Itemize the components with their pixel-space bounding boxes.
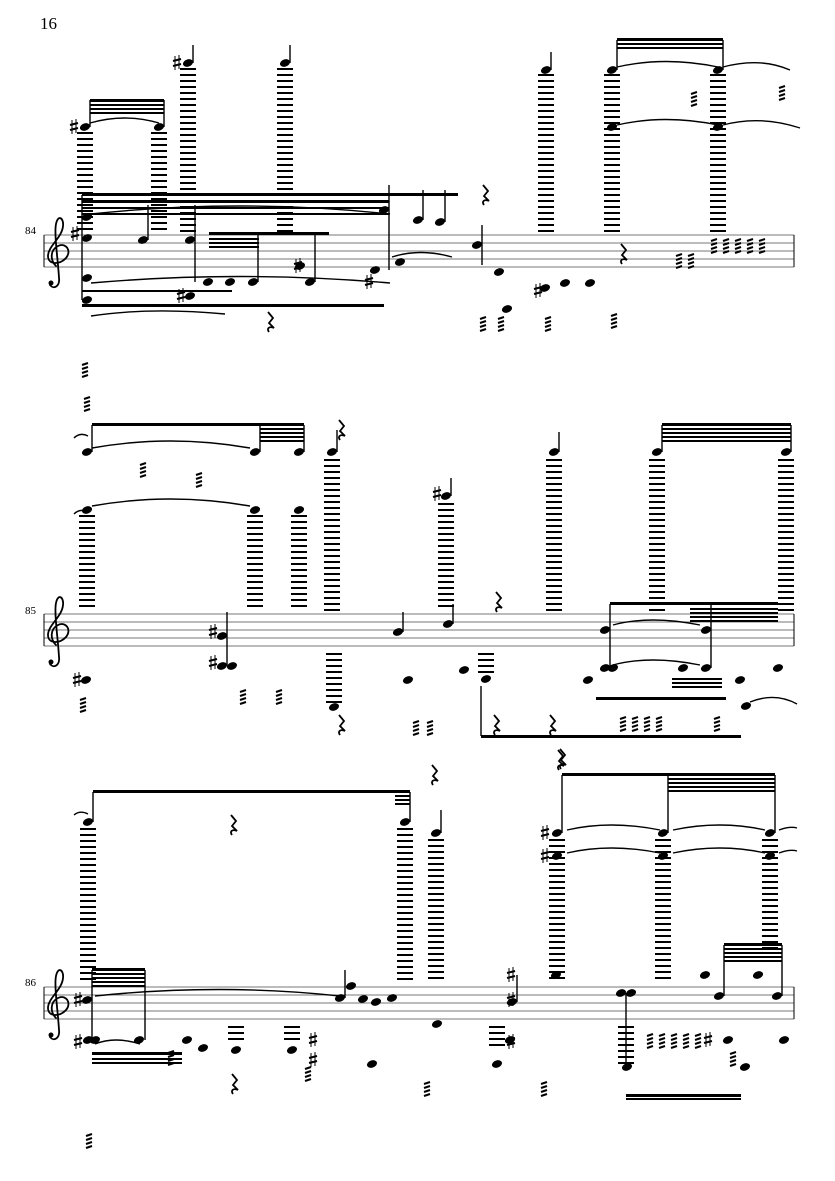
tremolo-icon	[670, 1033, 678, 1049]
rest-icon	[231, 1073, 239, 1095]
tremolo-icon	[682, 1033, 690, 1049]
sharp-icon	[72, 671, 82, 688]
rest-icon	[493, 714, 501, 736]
sharp-icon	[69, 118, 79, 135]
tremolo-icon	[85, 1133, 93, 1149]
tremolo-icon	[497, 316, 505, 332]
tremolos	[79, 462, 721, 736]
sharp-icon	[506, 966, 516, 983]
tremolo-icon	[778, 85, 786, 101]
measure-number-86: 86	[25, 977, 36, 989]
tremolo-icon	[643, 716, 651, 732]
ties	[73, 433, 798, 705]
staff-lines	[44, 986, 794, 1020]
sharp-icon	[208, 654, 218, 671]
sharp-icon	[73, 1033, 83, 1050]
beams	[82, 38, 723, 307]
noteheads	[78, 57, 725, 315]
rest-icon	[495, 591, 503, 613]
page-number: 16	[40, 14, 57, 33]
sharp-icon	[540, 847, 550, 864]
rest-icon	[431, 764, 439, 786]
tremolo-icon	[694, 1033, 702, 1049]
tremolo-icon	[479, 316, 487, 332]
tremolo-icon	[79, 697, 87, 713]
tremolo-icon	[713, 716, 721, 732]
beams	[92, 773, 782, 1100]
tremolo-icon	[619, 716, 627, 732]
treble-clef-icon	[47, 596, 70, 668]
ties	[89, 60, 801, 317]
tremolo-icon	[610, 313, 618, 329]
measure-number-84: 84	[25, 225, 36, 237]
tremolo-icon	[658, 1033, 666, 1049]
tremolo-icon	[423, 1081, 431, 1097]
sharp-icon	[432, 485, 442, 502]
tremolo-icon	[690, 91, 698, 107]
sharp-icon	[73, 991, 83, 1008]
tremolo-icon	[540, 1081, 548, 1097]
tremolos	[85, 1033, 737, 1149]
rest-icon	[338, 714, 346, 736]
ties	[73, 811, 798, 1045]
tremolo-icon	[304, 1066, 312, 1082]
rest-icon	[267, 311, 275, 333]
noteheads	[79, 446, 793, 713]
tremolo-icon	[544, 316, 552, 332]
sharp-icon	[308, 1051, 318, 1068]
noteheads	[80, 816, 791, 1073]
ledger-stacks	[77, 68, 726, 232]
measure-number-85: 85	[25, 605, 36, 617]
staff-lines	[44, 613, 794, 647]
ledger-stacks	[80, 828, 778, 1064]
rest-icon	[338, 419, 346, 441]
rest-icon	[620, 243, 628, 265]
rest-icon	[549, 714, 557, 736]
stems	[91, 425, 792, 736]
sharp-icon	[540, 824, 550, 841]
tremolo-icon	[426, 720, 434, 736]
accidentals	[69, 54, 543, 304]
ledger-stacks	[79, 459, 794, 703]
sharp-icon	[172, 54, 182, 71]
tremolo-icon	[729, 1051, 737, 1067]
tremolo-icon	[687, 253, 695, 269]
system-86	[43, 749, 798, 1149]
tremolo-icon	[83, 396, 91, 412]
sharp-icon	[308, 1031, 318, 1048]
tremolo-icon	[675, 253, 683, 269]
tremolo-icon	[195, 472, 203, 488]
treble-clef-icon	[47, 217, 70, 289]
rest-icon	[230, 814, 238, 836]
tremolo-icon	[81, 362, 89, 378]
tremolo-icon	[631, 716, 639, 732]
sharp-icon	[208, 623, 218, 640]
tremolo-icon	[275, 689, 283, 705]
rest-icon	[482, 184, 490, 206]
staff-lines	[44, 234, 794, 268]
tremolo-icon	[655, 716, 663, 732]
sharp-icon	[703, 1031, 713, 1048]
treble-clef-icon	[47, 969, 70, 1041]
beams	[92, 423, 791, 738]
tremolo-icon	[239, 689, 247, 705]
system-85	[43, 419, 798, 770]
tremolo-icon	[139, 462, 147, 478]
system-84	[43, 38, 801, 412]
tremolo-icon	[646, 1033, 654, 1049]
tremolo-icon	[412, 720, 420, 736]
accidentals	[73, 824, 713, 1068]
